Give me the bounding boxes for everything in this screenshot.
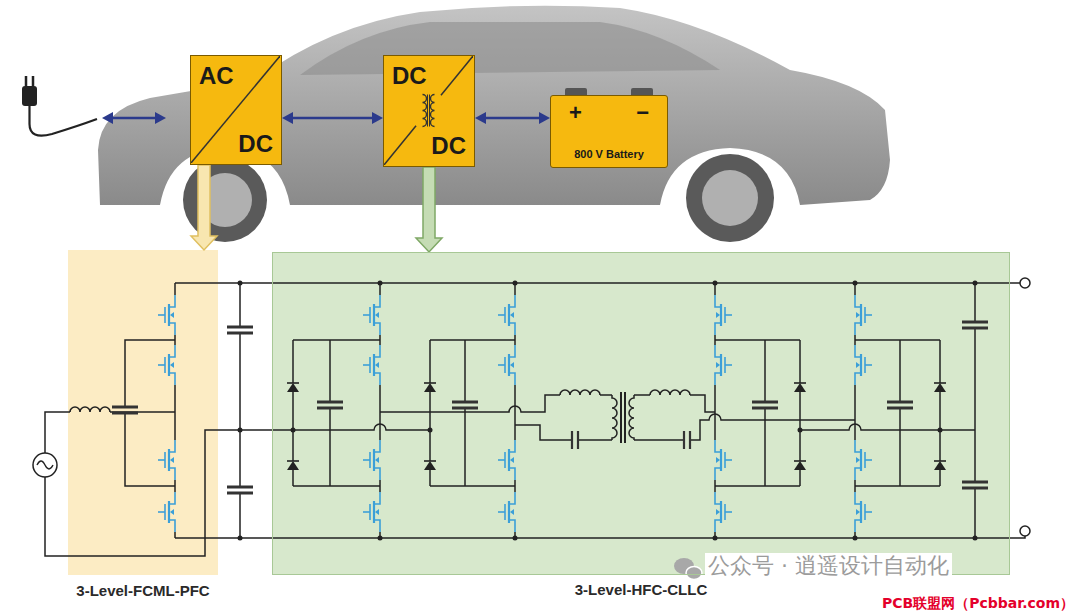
panel-label: 3-Level-HFC-CLLC [575, 581, 708, 599]
battery-label: 800 V Battery [574, 147, 644, 161]
capacitor-symbol [452, 402, 478, 408]
terminal [1020, 526, 1030, 536]
capacitor-symbol [112, 407, 138, 413]
battery-terminal [631, 88, 653, 95]
arrow-head [475, 112, 486, 124]
capacitor-symbol [317, 402, 343, 408]
switch-symbol [498, 440, 515, 480]
transformer-symbol [423, 95, 427, 127]
diode-symbol [287, 461, 299, 470]
switch-symbol [715, 440, 732, 480]
switch-symbol [158, 492, 175, 532]
capacitor-symbol [887, 402, 913, 408]
inductor-symbol [650, 390, 690, 395]
plug-arrow [102, 112, 166, 124]
car-wheel [686, 154, 774, 242]
switch-symbol [498, 295, 515, 335]
connector [191, 165, 217, 250]
switch-symbol [158, 295, 175, 335]
transformer-symbol [431, 95, 435, 127]
converter-label: DC [392, 62, 427, 90]
diagonal-line [191, 56, 280, 163]
capacitor-symbol [227, 327, 253, 333]
switch-symbol [855, 345, 872, 385]
switch-symbol [855, 492, 872, 532]
ac-source [33, 453, 57, 477]
battery-sign: + [563, 100, 588, 126]
diode-symbol [287, 383, 299, 392]
diode-symbol [424, 383, 436, 392]
car-window [300, 22, 720, 75]
circuit-panel: 3-Level-HFC-CLLC [272, 252, 1010, 575]
arrow-head [539, 112, 550, 124]
switch-symbol [158, 345, 175, 385]
capacitor-symbol [752, 402, 778, 408]
battery-box: +−800 V Battery [550, 95, 668, 168]
arrow-head [282, 112, 293, 124]
capacitor-symbol [572, 431, 578, 449]
wires [45, 283, 1025, 556]
circuit-panel: 3-Level-FCML-PFC [68, 250, 218, 575]
switch-symbol [715, 345, 732, 385]
battery-terminal [565, 88, 587, 95]
converter-label: DC [238, 130, 273, 158]
switch-symbol [498, 492, 515, 532]
converter-label: AC [199, 62, 234, 90]
inductor-symbol [560, 390, 600, 395]
car-wheel [183, 158, 267, 242]
capacitor-symbol [227, 487, 253, 493]
diode-symbol [934, 383, 946, 392]
connector-line [293, 117, 372, 120]
terminal [1020, 278, 1030, 288]
switch-symbol [363, 492, 380, 532]
battery-symbols: +− [563, 100, 655, 126]
diagonal-line [384, 126, 416, 165]
diode-symbol [794, 383, 806, 392]
block-arrow [416, 167, 442, 252]
switch-symbol [855, 440, 872, 480]
wechat-icon [674, 558, 702, 580]
arrow-head [372, 112, 383, 124]
switch-symbol [363, 295, 380, 335]
switch-symbol [715, 295, 732, 335]
inductor-symbol [70, 407, 110, 412]
converter-box: DC DC [383, 55, 475, 167]
car-rim [702, 170, 758, 226]
junction-dots [238, 281, 978, 541]
switch-symbol [158, 440, 175, 480]
diagonal-line [441, 56, 473, 95]
converter-box: AC DC [190, 55, 282, 165]
plug-icon [22, 76, 97, 136]
capacitor-symbol [684, 431, 690, 449]
connector [416, 167, 442, 252]
capacitor-symbol [962, 322, 988, 328]
converter-label: DC [431, 132, 466, 160]
battery-sign: − [630, 100, 655, 126]
diode-symbol [794, 461, 806, 470]
block-arrow [191, 165, 217, 250]
switch-symbol [363, 345, 380, 385]
capacitor-symbol [962, 482, 988, 488]
diode-symbol [934, 461, 946, 470]
source-watermark: PCB联盟网（Pcbbar.com） [882, 594, 1074, 612]
connector [475, 112, 550, 124]
switch-symbol [715, 492, 732, 532]
watermark: 公众号 · 逍遥设计自动化 [705, 553, 952, 579]
connector-line [486, 117, 539, 120]
switch-symbol [363, 440, 380, 480]
panel-fill [272, 252, 1010, 575]
panel-label: 3-Level-FCML-PFC [76, 582, 209, 600]
diode-symbol [424, 461, 436, 470]
transformer-core [428, 95, 430, 127]
connector [282, 112, 383, 124]
switch-symbol [855, 295, 872, 335]
switch-symbol [498, 345, 515, 385]
